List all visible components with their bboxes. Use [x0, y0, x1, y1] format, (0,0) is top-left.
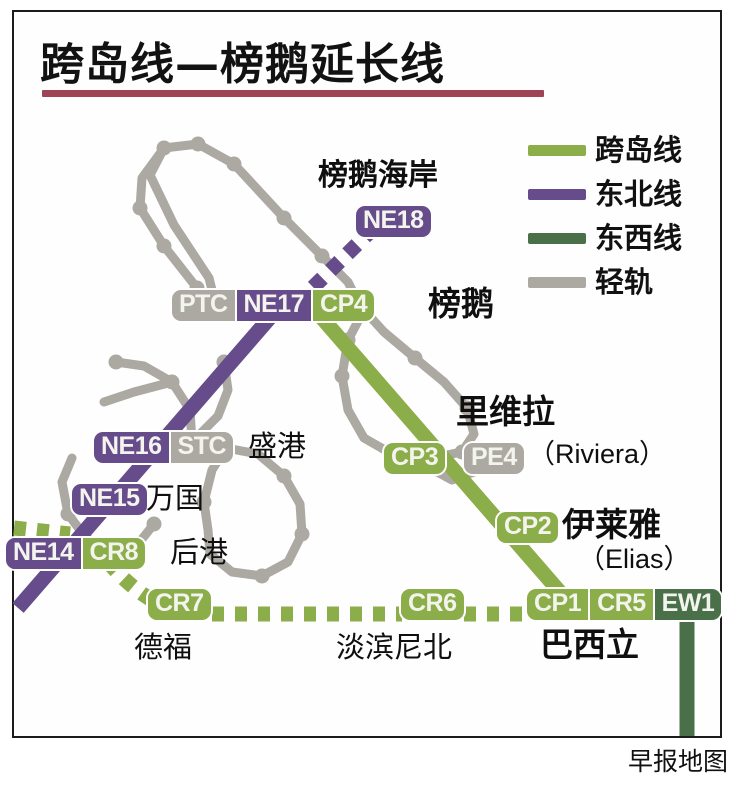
station-code-NE14[interactable]: NE14 — [6, 538, 81, 569]
legend-label-north-east: 东北线 — [595, 176, 683, 211]
station-codes-riviera-cp3[interactable]: CP3 — [384, 443, 446, 474]
station-codes-elias[interactable]: CP2 — [497, 512, 559, 543]
legend-swatch-lrt — [528, 276, 586, 288]
legend-swatch-cross-island — [528, 144, 586, 156]
station-code-CR5[interactable]: CR5 — [588, 589, 653, 620]
station-codes-pasir-ris[interactable]: CP1 CR5 EW1 — [527, 589, 722, 620]
station-code-CP4[interactable]: CP4 — [311, 290, 375, 321]
legend: 跨岛线 东北线 东西线 轻轨 — [528, 128, 728, 304]
cross-island-line-dashed — [13, 520, 522, 622]
station-code-NE16[interactable]: NE16 — [94, 432, 169, 463]
lrt-station-dots — [60, 136, 475, 584]
station-codes-sengkang[interactable]: NE16 STC — [94, 432, 234, 463]
station-codes-tampines-north[interactable]: CR6 — [401, 589, 464, 620]
station-codes-riviera-pe4[interactable]: PE4 — [464, 443, 524, 474]
station-codes-punggol-coast[interactable]: NE18 — [356, 206, 431, 237]
station-name-sengkang: 盛港 — [248, 429, 307, 463]
station-code-CR8[interactable]: CR8 — [80, 538, 146, 569]
station-name-pasir-ris: 巴西立 — [540, 625, 639, 664]
legend-label-cross-island: 跨岛线 — [595, 132, 683, 167]
station-codes-punggol[interactable]: PTC NE17 CP4 — [172, 290, 375, 321]
legend-swatch-east-west — [528, 232, 586, 244]
station-name-hougang: 后港 — [170, 535, 229, 569]
title-underline — [42, 90, 544, 97]
legend-label-east-west: 东西线 — [595, 220, 683, 255]
station-name-tampines-north: 淡滨尼北 — [336, 630, 453, 664]
station-code-EW1[interactable]: EW1 — [652, 589, 722, 620]
station-code-CR6[interactable]: CR6 — [401, 589, 464, 620]
station-codes-defu[interactable]: CR7 — [148, 589, 211, 620]
station-name-elias-en: （Elias） — [578, 544, 691, 574]
station-name-riviera-en: （Riviera） — [528, 439, 667, 469]
station-name-buangkok: 万国 — [146, 481, 205, 515]
map-credit: 早报地图 — [627, 747, 728, 776]
station-code-NE18[interactable]: NE18 — [356, 206, 431, 237]
station-code-PTC[interactable]: PTC — [172, 290, 235, 321]
cross-island-line — [316, 313, 578, 611]
station-code-CR7[interactable]: CR7 — [148, 589, 211, 620]
station-name-punggol-coast: 榜鹅海岸 — [318, 158, 438, 193]
page-title: 跨岛线—榜鹅延长线 — [40, 39, 445, 90]
station-code-NE15[interactable]: NE15 — [72, 484, 147, 515]
legend-item-cross-island: 跨岛线 — [528, 128, 728, 172]
station-code-CP2[interactable]: CP2 — [497, 512, 559, 543]
station-code-PE4[interactable]: PE4 — [464, 443, 524, 474]
legend-item-east-west: 东西线 — [528, 216, 728, 260]
station-codes-buangkok[interactable]: NE15 — [72, 484, 147, 515]
legend-label-lrt: 轻轨 — [595, 264, 654, 299]
station-codes-hougang[interactable]: NE14 CR8 — [6, 538, 146, 569]
station-name-defu: 德福 — [134, 630, 193, 664]
station-code-CP3[interactable]: CP3 — [384, 443, 446, 474]
station-name-riviera: 里维拉 — [456, 392, 555, 431]
legend-item-lrt: 轻轨 — [528, 260, 728, 304]
station-code-CP1[interactable]: CP1 — [527, 589, 589, 620]
legend-swatch-north-east — [528, 188, 586, 200]
station-code-NE17[interactable]: NE17 — [234, 290, 312, 321]
station-name-punggol: 榜鹅 — [428, 284, 494, 323]
station-name-elias: 伊莱雅 — [562, 505, 661, 544]
legend-item-north-east: 东北线 — [528, 172, 728, 216]
station-code-STC[interactable]: STC — [168, 432, 234, 463]
